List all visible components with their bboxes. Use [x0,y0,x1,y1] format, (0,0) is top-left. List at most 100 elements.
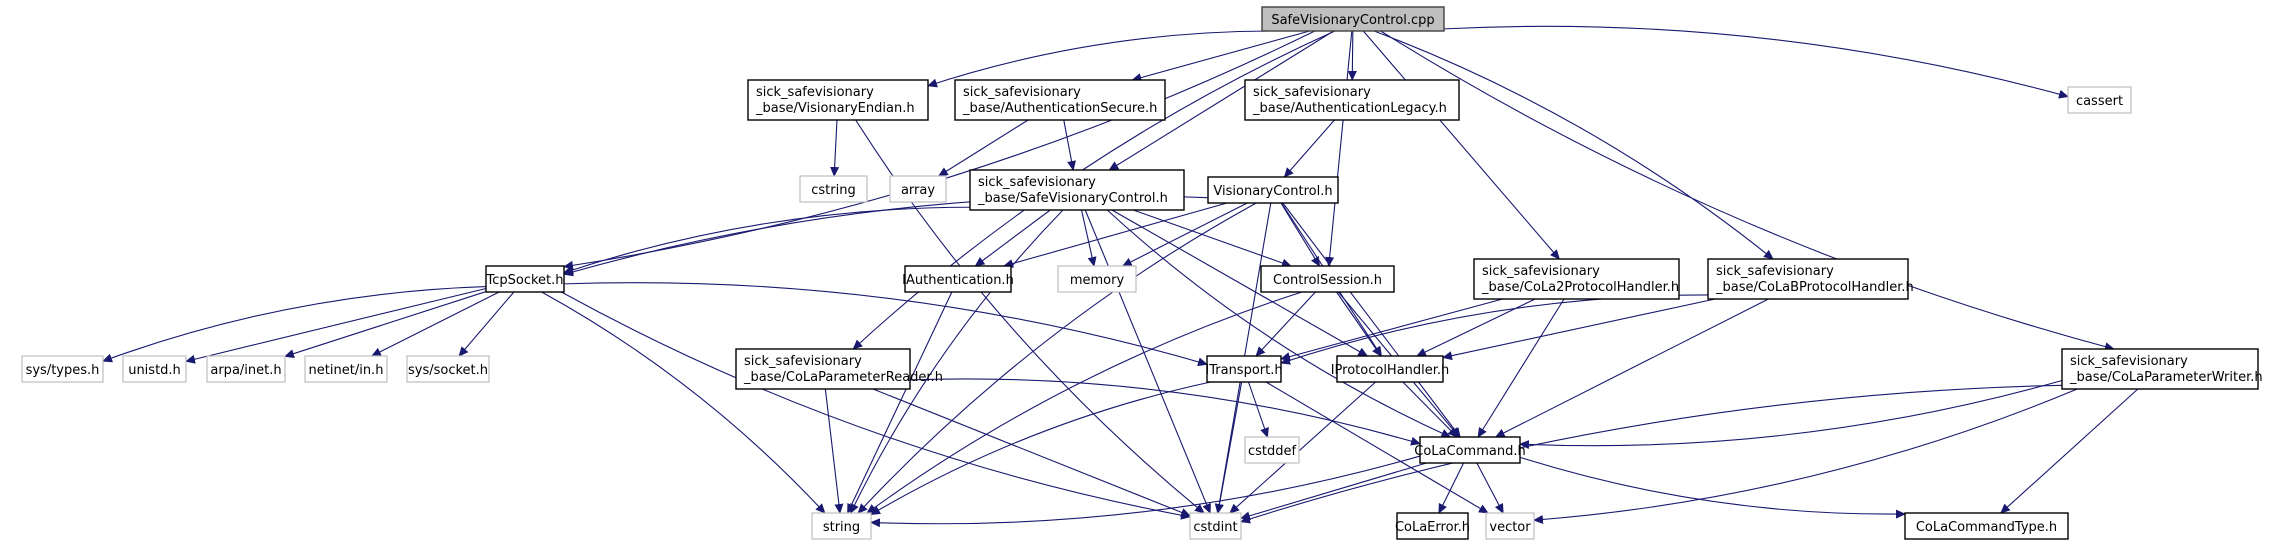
edge-colab-to-colacmd [1494,298,1769,438]
node-cstring-box [799,175,868,203]
node-root[interactable]: SafeVisionaryControl.cpp [1261,6,1445,32]
node-ctrlsession-label-line-0: ControlSession.h [1273,273,1382,288]
edge-root-to-authsecure [1131,30,1310,82]
edge-safevc-to-iauth [974,209,1051,267]
node-arpa: arpa/inet.h [206,355,286,383]
node-root-box [1261,6,1445,32]
node-unistd-box [122,355,187,383]
node-arpa-label-line-0: arpa/inet.h [210,363,281,378]
node-iprotocol-box [1336,355,1444,383]
node-reader-label-line-0: sick_safevisionary [744,354,862,369]
node-reader-box [735,348,911,390]
node-cola2[interactable]: sick_safevisionary_base/CoLa2ProtocolHan… [1473,258,1680,300]
node-writer[interactable]: sick_safevisionary_base/CoLaParameterWri… [2061,348,2263,390]
node-authsecure-label-line-0: sick_safevisionary [963,85,1081,100]
edge-colacmd-to-cstdint [1240,462,1427,521]
edge-colab-to-iprotocol [1442,298,1716,361]
node-cola2-label-line-1: _base/CoLa2ProtocolHandler.h [1481,280,1679,295]
node-systypes-label-line-0: sys/types.h [26,363,100,378]
node-cstdint: cstdint [1189,512,1242,540]
node-endian-label-line-1: _base/VisionaryEndian.h [755,101,915,116]
edge-root-to-cassert [1443,25,2069,99]
node-safevc[interactable]: sick_safevisionary_base/SafeVisionaryCon… [969,169,1185,211]
node-colacmdtype-box [1904,512,2069,540]
node-memory-box [1057,265,1137,293]
node-colaerror-label-line-0: CoLaError.h [1395,520,1470,535]
node-iprotocol[interactable]: IProtocolHandler.h [1331,355,1450,383]
edge-vc-to-colacmd [1282,202,1461,438]
edge-root-to-authlegacy [1347,30,1357,81]
edge-safevc-to-cstdint [1084,209,1211,514]
node-syssocket: sys/socket.h [406,355,490,383]
node-colab-label-line-0: sick_safevisionary [1716,264,1834,279]
node-unistd: unistd.h [122,355,187,383]
edge-root-to-colab [1373,30,1774,260]
node-authsecure[interactable]: sick_safevisionary_base/AuthenticationSe… [954,79,1166,121]
edge-tcp-to-unistd [185,287,487,364]
node-authlegacy-label-line-0: sick_safevisionary [1253,85,1371,100]
node-cstddef: cstddef [1244,436,1300,464]
node-string: string [811,512,872,540]
node-netinet-box [304,355,388,383]
node-writer-label-line-1: _base/CoLaParameterWriter.h [2069,370,2263,385]
node-systypes-box [21,355,104,383]
node-itransport[interactable]: ITransport.h [1205,355,1283,383]
node-endian-label-line-0: sick_safevisionary [756,85,874,100]
node-reader-label-line-1: _base/CoLaParameterReader.h [743,370,943,385]
edge-root-to-writer [1380,30,2115,352]
edge-ctrlsession-to-string [866,291,1303,514]
edge-reader-to-cstdint [872,388,1191,517]
node-vc[interactable]: VisionaryControl.h [1207,176,1339,204]
node-cassert-label-line-0: cassert [2076,94,2123,109]
node-authsecure-box [954,79,1166,121]
node-iauth[interactable]: IAuthentication.h [902,265,1014,293]
node-colacmdtype-label-line-0: CoLaCommandType.h [1916,520,2057,535]
edge-reader-to-string [824,388,844,514]
node-ctrlsession[interactable]: ControlSession.h [1260,265,1395,293]
node-arpa-box [206,355,286,383]
node-itransport-box [1206,355,1282,383]
edge-itransport-to-vector [1265,381,1489,514]
node-string-box [811,512,872,540]
node-authlegacy[interactable]: sick_safevisionary_base/AuthenticationLe… [1244,79,1460,121]
node-memory: memory [1057,265,1137,293]
node-colab-label-line-1: _base/CoLaBProtocolHandler.h [1715,280,1914,295]
node-cstdint-box [1189,512,1242,540]
node-tcp-box [485,265,565,293]
edge-cola2-to-colacmd [1477,298,1565,438]
node-safevc-box [969,169,1185,211]
edge-ctrlsession-to-iprotocol [1336,291,1382,357]
edge-tcp-to-arpa [284,291,487,358]
node-netinet: netinet/in.h [304,355,388,383]
edge-iprotocol-to-colacmd [1402,381,1458,438]
edge-tcp-to-systypes [102,286,487,363]
node-cassert: cassert [2067,86,2132,114]
edge-colacmd-to-colacmdtype [1519,456,1906,519]
node-cstdint-label-line-0: cstdint [1193,520,1237,535]
node-colaerror[interactable]: CoLaError.h [1395,512,1470,540]
edge-root-to-cola2 [1362,30,1560,260]
edge-root-to-ctrlsession [1325,30,1353,267]
edge-safevc-to-ctrlsession [1133,209,1292,268]
edge-authsecure-to-array [937,119,1029,177]
node-syssocket-box [406,355,490,383]
edge-writer-to-colacmd [1519,379,2063,450]
node-colacmd[interactable]: CoLaCommand.h [1414,436,1526,464]
node-reader[interactable]: sick_safevisionary_base/CoLaParameterRea… [735,348,943,390]
node-unistd-label-line-0: unistd.h [128,363,181,378]
node-cstddef-label-line-0: cstddef [1248,444,1297,459]
edge-safevc-to-iprotocol [1111,209,1369,357]
edge-root-to-safevc [1108,30,1334,171]
node-tcp[interactable]: TcpSocket.h [485,265,565,293]
node-syssocket-label-line-0: sys/socket.h [408,363,488,378]
node-colab[interactable]: sick_safevisionary_base/CoLaBProtocolHan… [1707,258,1914,300]
edge-iprotocol-to-cstdint [1229,381,1376,514]
edges-layer [102,25,2139,528]
node-colacmdtype[interactable]: CoLaCommandType.h [1904,512,2069,540]
node-memory-label-line-0: memory [1070,273,1125,288]
node-endian[interactable]: sick_safevisionary_base/VisionaryEndian.… [747,79,929,121]
node-ctrlsession-box [1260,265,1395,293]
edge-safevc-to-tcp [563,206,971,275]
edge-authsecure-to-safevc [1063,119,1076,171]
